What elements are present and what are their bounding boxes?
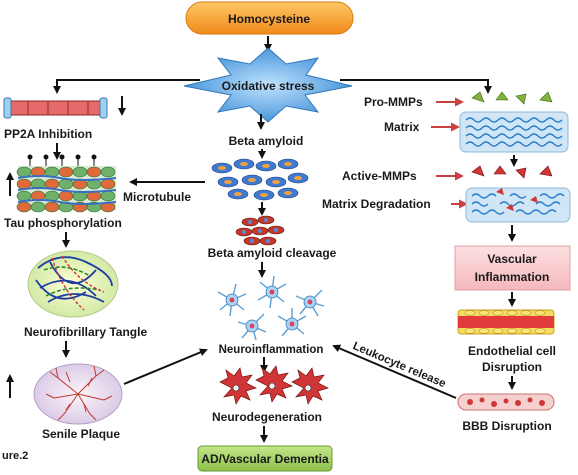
microtubule-tau-illustration [16, 154, 117, 213]
arrow-stress-to-pp2a [53, 79, 200, 94]
homocysteine-node: Homocysteine [185, 1, 354, 35]
ad-vascular-dementia-node: AD/Vascular Dementia [197, 445, 333, 472]
matrix-degradation-label: Matrix Degradation [322, 197, 431, 211]
oxidative-stress-label: Oxidative stress [222, 79, 315, 93]
homocysteine-label: Homocysteine [228, 12, 310, 26]
neuroinflammation-label: Neuroinflammation [219, 344, 324, 356]
neurofibrillary-tangle-label: Neurofibrillary Tangle [24, 325, 147, 339]
arrow-plaque-to-neuroinflammation [123, 348, 208, 385]
beta-amyloid-cleavage-illustration [235, 215, 285, 246]
neurofibrillary-tangle-illustration [27, 250, 119, 318]
ad-vascular-dementia-label: AD/Vascular Dementia [201, 452, 329, 466]
active-mmps-illustration [471, 165, 553, 179]
pp2a-inhibition-label: PP2A Inhibition [4, 127, 92, 141]
matrix-label: Matrix [384, 120, 420, 134]
pp2a-protein-illustration [3, 97, 108, 119]
beta-amyloid-label: Beta amyloid [229, 134, 304, 148]
arrow-stress-to-mmp [340, 79, 492, 94]
endothelial-vessel-illustration [457, 309, 555, 335]
bbb-disruption-label: BBB Disruption [462, 419, 551, 433]
pro-mmps-label: Pro-MMPs [364, 95, 423, 109]
neuroinflammation-illustration [217, 275, 325, 341]
endothelial-label-line1: Endothelial cell [468, 344, 556, 358]
bbb-disruption-illustration [457, 393, 555, 411]
endothelial-label-line2: Disruption [482, 360, 542, 374]
matrix-illustration [459, 111, 569, 153]
vascular-inflammation-label-line2: Inflammation [475, 270, 550, 284]
neurodegeneration-label: Neurodegeneration [212, 410, 322, 424]
vascular-inflammation-node: Vascular Inflammation [454, 245, 571, 291]
senile-plaque-label: Senile Plaque [42, 427, 120, 441]
senile-plaque-illustration [33, 363, 123, 425]
arrow-leukocyte-to-neuroinflammation [332, 344, 457, 399]
vascular-inflammation-label-line1: Vascular [487, 252, 537, 266]
matrix-degradation-illustration [465, 187, 571, 223]
active-mmps-label: Active-MMPs [342, 169, 417, 183]
beta-amyloid-cleavage-label: Beta amyloid cleavage [208, 246, 337, 260]
pro-mmps-illustration [471, 91, 553, 105]
tau-phosphorylation-label: Tau phosphorylation [4, 216, 122, 230]
beta-amyloid-illustration [211, 158, 309, 201]
oxidative-stress-node: Oxidative stress [183, 47, 353, 123]
neurodegeneration-illustration [219, 365, 329, 405]
microtubule-label: Microtubule [123, 190, 191, 204]
leukocyte-release-label: Leukocyte release [351, 340, 447, 390]
figure-label: ure.2 [2, 450, 28, 462]
